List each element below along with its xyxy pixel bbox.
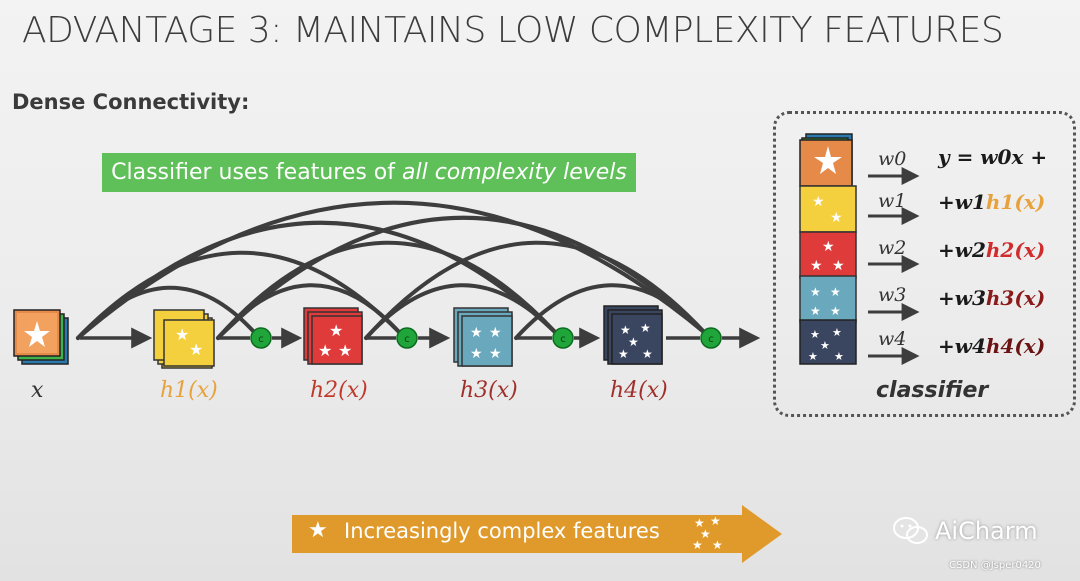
arc-h1-to-c4 [216, 215, 707, 340]
weight-label-w2: w2 [878, 237, 907, 259]
svg-text:c: c [404, 334, 410, 345]
concat-node-icon [396, 327, 418, 349]
equation-row-0: y = w0x + [938, 145, 1048, 169]
node-label-x: x [31, 378, 44, 403]
skip-connection-arcs [76, 200, 707, 340]
equation-term: h3(x) [985, 286, 1046, 310]
concat-node-icon [700, 327, 722, 349]
wechat-icon [893, 517, 928, 544]
equation-prefix: +w2 [938, 238, 986, 262]
h2-feature-stack: ★ ★ ★ [303, 307, 363, 365]
weight-label-w0: w0 [878, 148, 907, 170]
equation-term: h2(x) [985, 238, 1046, 262]
star-icon [814, 146, 842, 174]
slide-title: ADVANTAGE 3: MAINTAINS LOW COMPLEXITY FE… [22, 10, 1004, 51]
weight-label-w3: w3 [878, 284, 907, 306]
star-icon: ★ [642, 347, 653, 361]
star-icon: ★ [620, 323, 631, 337]
node-label-h3: h3(x) [460, 378, 518, 403]
star-icon: ★ [810, 285, 821, 299]
classifier-label: classifier [876, 378, 989, 403]
star-icon: ★ [832, 258, 845, 274]
arc-x-to-c4 [76, 200, 707, 340]
watermark: AiCharm [893, 516, 1038, 546]
classifier-box [773, 111, 1076, 417]
banner-text: Classifier uses features of [111, 160, 403, 185]
equation-term: h4(x) [985, 334, 1046, 358]
star-icon: ★ [830, 304, 841, 318]
svg-text:c: c [708, 334, 714, 345]
equation-term: h1(x) [985, 190, 1046, 214]
star-icon: ★ [822, 239, 835, 255]
star-icon: ★ [175, 325, 189, 344]
svg-text:c: c [560, 334, 566, 345]
star-icon: ★ [618, 347, 629, 361]
arc-h1-to-c3 [216, 240, 558, 340]
concat-node-icon [552, 327, 574, 349]
star-icon: ★ [489, 346, 502, 362]
equation-row-2: +w2h2(x) [938, 238, 1045, 262]
star-icon: ★ [810, 328, 820, 341]
equation-row-1: +w1h1(x) [938, 190, 1045, 214]
star-icon: ★ [489, 325, 502, 341]
arc-h3-to-c4 [514, 283, 707, 340]
section-subtitle: Dense Connectivity: [12, 90, 250, 114]
star-icon: ★ [318, 341, 332, 360]
star-icon: ★ [830, 210, 843, 226]
node-label-h2: h2(x) [310, 378, 368, 403]
arc-x-to-c3 [76, 220, 558, 340]
star-icon: ★ [640, 321, 651, 335]
star-icon: ★ [810, 258, 823, 274]
weight-label-w1: w1 [878, 190, 907, 212]
star-icon: ★ [834, 350, 844, 363]
star-icon: ★ [308, 518, 328, 543]
h1-feature-stack: ★ ★ [153, 309, 215, 369]
star-icon: ★ [338, 341, 352, 360]
star-cluster-icon: ★ ★ ★ ★ ★ [692, 514, 723, 552]
complexity-arrow-text: Increasingly complex features [344, 519, 660, 543]
complexity-arrow: ★ Increasingly complex features ★ ★ ★ ★ … [292, 505, 782, 563]
star-icon: ★ [830, 285, 841, 299]
watermark-text: AiCharm [935, 517, 1038, 545]
equation-row-4: +w4h4(x) [938, 334, 1045, 358]
equation-row-3: +w3h3(x) [938, 286, 1045, 310]
h4-feature-stack: ★ ★ ★ ★ ★ [603, 305, 663, 365]
star-icon: ★ [812, 194, 825, 210]
h3-feature-stack: ★ ★ ★ ★ [453, 307, 513, 367]
node-label-h1: h1(x) [160, 378, 218, 403]
concat-nodes: c c c c [250, 327, 722, 349]
credit-text: CSDN @Jsper0420 [949, 560, 1041, 571]
star-icon: ★ [810, 304, 821, 318]
star-icon: ★ [832, 326, 842, 339]
classifier-feature-column: ★ ★ ★ ★ ★ ★ ★ ★ ★ ★ ★ ★ ★ ★ [799, 133, 857, 365]
star-icon: ★ [189, 340, 203, 359]
input-image-stack [13, 309, 69, 365]
star-icon [24, 321, 50, 347]
star-icon: ★ [470, 325, 483, 341]
star-icon: ★ [470, 346, 483, 362]
arrow-icon [292, 505, 782, 563]
equation-prefix: +w1 [938, 190, 986, 214]
classifier-weight-arrows [868, 167, 920, 365]
concat-node-icon [250, 327, 272, 349]
weight-label-w4: w4 [878, 328, 907, 350]
banner-emphasis: all complexity levels [402, 160, 627, 185]
classifier-banner: Classifier uses features of all complexi… [102, 153, 636, 192]
arc-h2-to-c4 [364, 240, 707, 340]
node-label-h4: h4(x) [610, 378, 668, 403]
equation-prefix: +w3 [938, 286, 986, 310]
star-icon: ★ [820, 339, 830, 352]
svg-text:c: c [258, 334, 264, 345]
star-icon: ★ [808, 350, 818, 363]
equation-prefix: +w4 [938, 334, 986, 358]
star-icon: ★ [628, 335, 639, 349]
star-icon: ★ [329, 321, 343, 340]
